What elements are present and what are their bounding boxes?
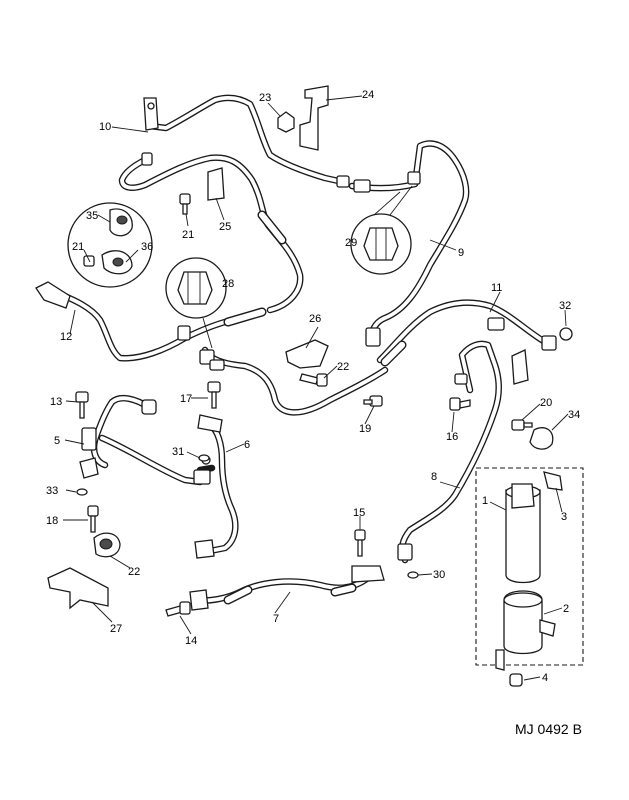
callout-labels: 10 23 24 25 21 35 21 36 28 29 9 12 11 32… [46, 89, 580, 684]
pipe-8 [397, 340, 529, 564]
callout-12: 12 [60, 331, 72, 343]
callout-29: 28 [222, 278, 234, 290]
callout-28: 27 [110, 623, 122, 635]
callout-37: 36 [141, 241, 153, 253]
callout-7: 7 [273, 613, 279, 625]
detail-view-36-37 [67, 202, 153, 288]
callout-31: 30 [433, 569, 445, 581]
callout-6: 6 [244, 439, 250, 451]
receiver-drier-assembly [475, 467, 584, 671]
callout-35: 34 [568, 409, 580, 421]
callout-26: 25 [219, 221, 231, 233]
leader-lines [63, 95, 569, 681]
hose-11 [376, 299, 557, 367]
hardware [47, 85, 573, 687]
pipe-6 [193, 414, 239, 559]
pipe-12-lower [35, 281, 389, 416]
detail-view-29 [165, 257, 227, 349]
callout-34: 33 [46, 485, 58, 497]
callout-8: 8 [431, 471, 437, 483]
callout-30: 29 [345, 237, 357, 249]
callout-36: 35 [86, 210, 98, 222]
callout-21-detail: 21 [72, 241, 84, 253]
callout-15: 15 [353, 507, 365, 519]
callout-1: 1 [482, 495, 488, 507]
callout-32: 31 [172, 446, 184, 458]
callout-21-upper: 21 [182, 229, 194, 241]
callout-16: 16 [446, 431, 458, 443]
callout-14: 14 [185, 635, 197, 647]
callout-5: 5 [54, 435, 60, 447]
pipe-5 [79, 394, 204, 486]
callout-20: 20 [540, 397, 552, 409]
callout-11: 11 [491, 282, 502, 294]
callout-10: 10 [99, 121, 111, 133]
pipe-12 [118, 152, 304, 314]
callout-17: 17 [180, 393, 192, 405]
diagram-reference: MJ 0492 B [515, 721, 582, 737]
callout-33: 32 [559, 300, 571, 312]
hose-7 [189, 565, 385, 611]
callout-9: 9 [458, 247, 464, 259]
callout-13: 13 [50, 396, 62, 408]
callout-22: 22 [337, 361, 349, 373]
callout-27: 26 [309, 313, 321, 325]
callout-25: 24 [362, 89, 374, 101]
callout-2: 2 [563, 603, 569, 615]
callout-23: 22 [128, 566, 140, 578]
pipe-10 [143, 94, 350, 188]
pipe-9 [348, 140, 470, 347]
detail-view-30 [350, 185, 413, 275]
callout-3: 3 [561, 511, 567, 523]
callout-19: 19 [359, 423, 371, 435]
callout-24: 23 [259, 92, 271, 104]
callout-18: 18 [46, 515, 58, 527]
callout-4: 4 [542, 672, 548, 684]
